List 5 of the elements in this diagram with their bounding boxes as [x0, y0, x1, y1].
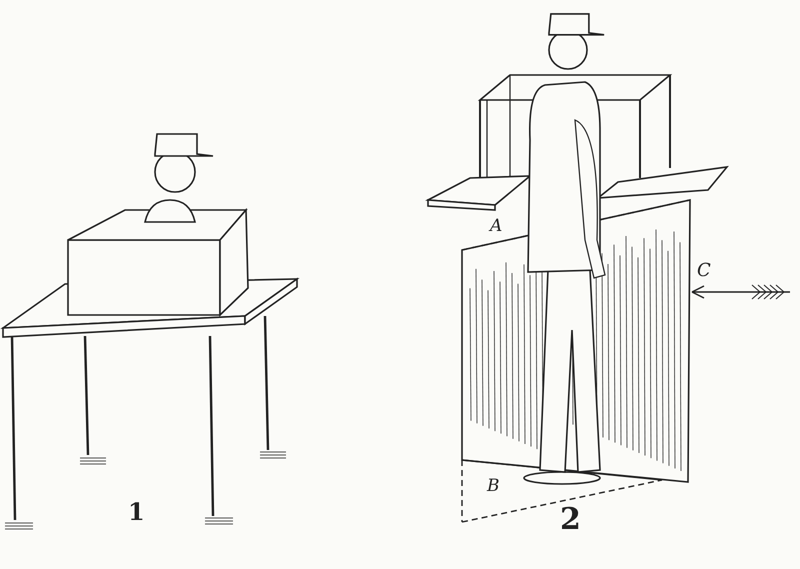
part-letter: B: [487, 478, 500, 495]
part-letter: C: [697, 262, 711, 280]
part-letter: A: [490, 218, 502, 235]
figure-number: 2: [560, 505, 581, 535]
figure-number: 1: [128, 500, 145, 524]
